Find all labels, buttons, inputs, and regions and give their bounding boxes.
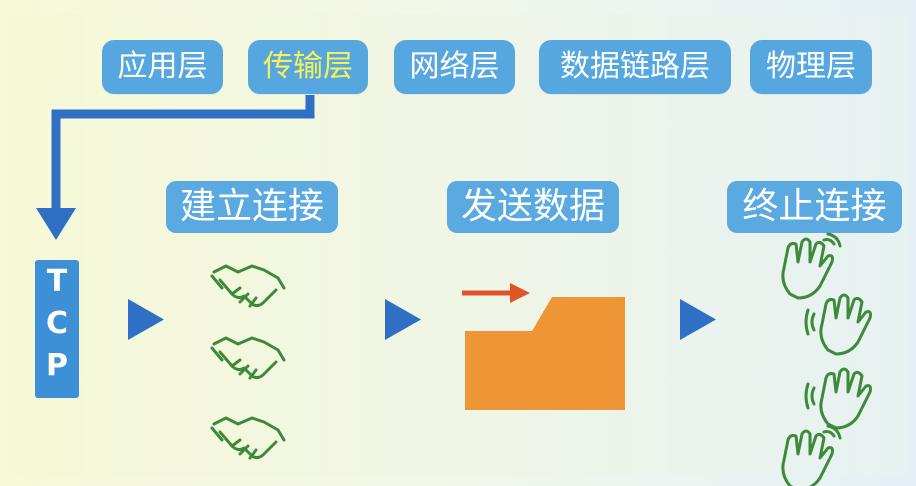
send-arrow-icon bbox=[462, 283, 530, 303]
layer-application: 应用层 bbox=[102, 40, 223, 94]
stage-send-data: 发送数据 bbox=[447, 181, 619, 233]
tcp-box: T C P bbox=[35, 260, 79, 398]
wave-hand-icon bbox=[781, 424, 842, 486]
wave-hand-icon bbox=[804, 293, 872, 356]
layer-data-link: 数据链路层 bbox=[539, 40, 731, 94]
layer-network: 网络层 bbox=[394, 40, 515, 94]
layer-physical: 物理层 bbox=[750, 40, 872, 94]
stage-terminate-connection: 终止连接 bbox=[727, 181, 902, 233]
wave-hand-icon bbox=[804, 367, 872, 430]
handshake-icon bbox=[210, 264, 286, 308]
tcp-letter: T bbox=[46, 264, 68, 299]
flow-arrow-icon bbox=[128, 299, 164, 340]
layer-transport: 传输层 bbox=[248, 40, 368, 94]
wave-hand-icon bbox=[781, 232, 842, 300]
tcp-letter: C bbox=[45, 306, 69, 341]
flow-arrow-icon bbox=[385, 299, 421, 340]
folder-icon bbox=[465, 297, 625, 410]
tcp-letter: P bbox=[46, 348, 68, 383]
handshake-icon bbox=[210, 336, 286, 380]
flow-arrow-icon bbox=[680, 299, 716, 340]
connector-arrow bbox=[51, 95, 315, 210]
handshake-icon bbox=[210, 416, 286, 460]
connector-arrowhead bbox=[36, 208, 76, 240]
stage-establish-connection: 建立连接 bbox=[166, 181, 338, 233]
